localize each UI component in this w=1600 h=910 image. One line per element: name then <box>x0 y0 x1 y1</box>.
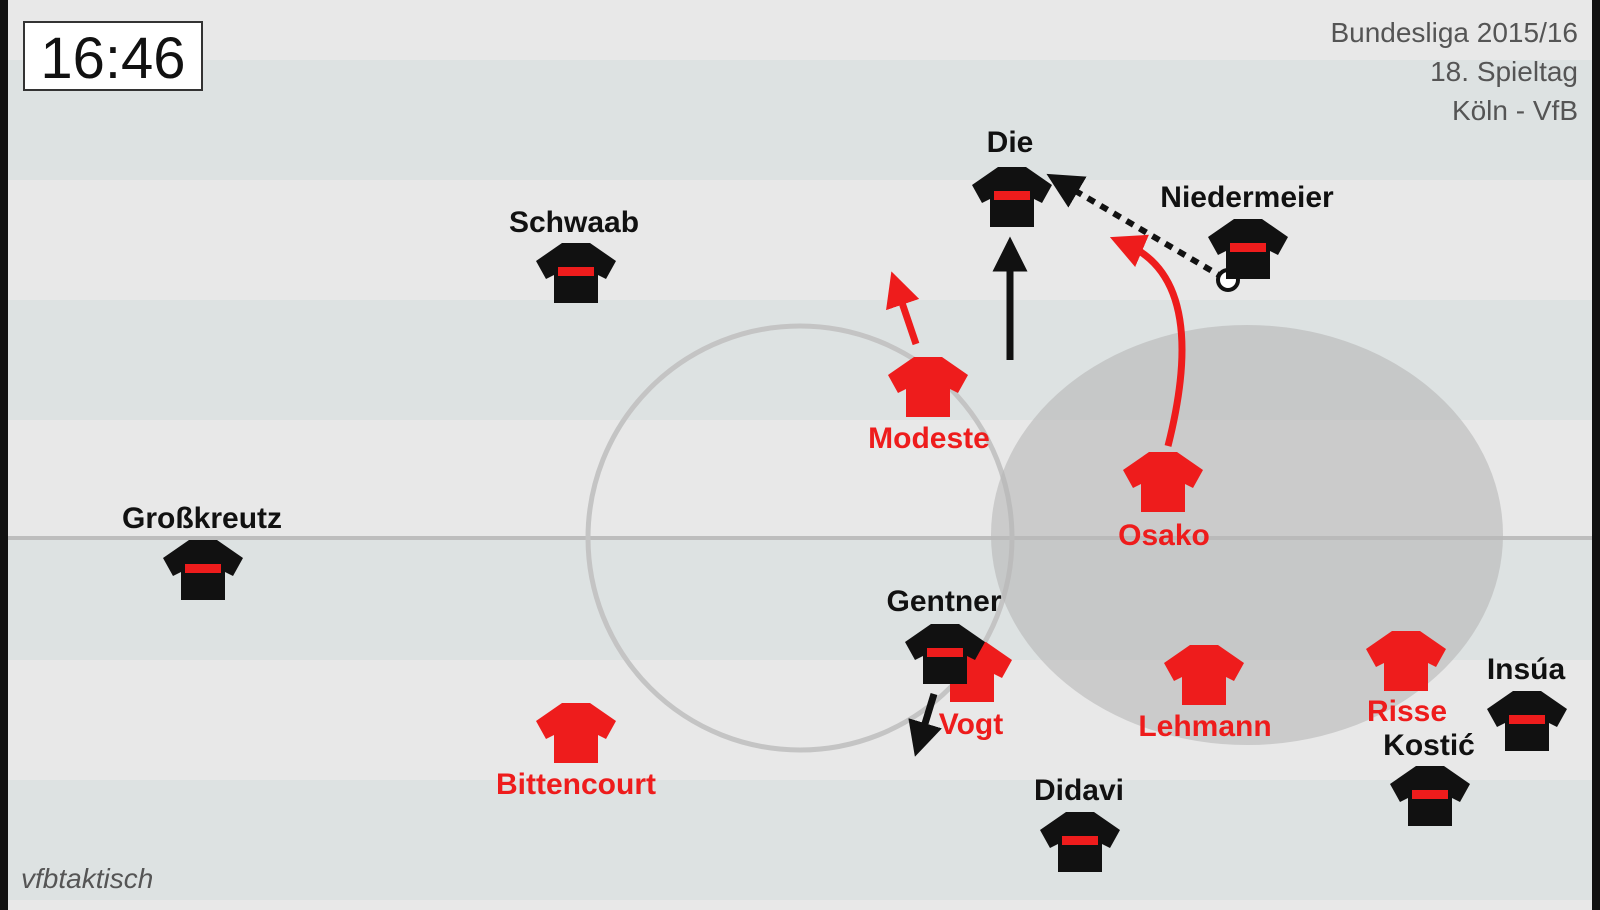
gentner-run-arrow <box>908 692 942 757</box>
match-clock: 16:46 <box>40 26 185 91</box>
player-gentner-label: Gentner <box>886 585 1001 618</box>
player-grosskreutz-shirt-icon <box>163 540 243 600</box>
player-niedermeier-shirt-icon <box>1208 219 1288 279</box>
player-grosskreutz-label: Großkreutz <box>122 502 282 535</box>
player-die-shirt-icon <box>972 167 1052 227</box>
right-border <box>1592 0 1600 910</box>
black-team-shirts <box>163 167 1567 872</box>
clock-box <box>23 21 203 91</box>
modeste-run-arrow <box>886 271 920 346</box>
player-niedermeier-label: Niedermeier <box>1160 181 1334 214</box>
matchday-label: 18. Spieltag <box>1430 56 1578 87</box>
player-didavi-label: Didavi <box>1034 774 1124 807</box>
player-insua-label: Insúa <box>1487 653 1566 686</box>
player-kostic-shirt-icon <box>1390 766 1470 826</box>
player-lehmann-label: Lehmann <box>1138 710 1271 743</box>
player-die-label: Die <box>987 126 1034 159</box>
player-schwaab-label: Schwaab <box>509 206 639 239</box>
player-vogt-label: Vogt <box>939 708 1003 741</box>
shaded-zone <box>991 325 1503 745</box>
player-risse-label: Risse <box>1367 695 1447 728</box>
player-didavi-shirt-icon <box>1040 812 1120 872</box>
player-schwaab-shirt-icon <box>536 243 616 303</box>
player-insua-shirt-icon <box>1487 691 1567 751</box>
osako-run-arrow <box>1109 234 1186 447</box>
pass-arrow <box>1046 173 1226 281</box>
fixture-label: Köln - VfB <box>1452 95 1578 126</box>
credit-label: vfbtaktisch <box>21 863 153 894</box>
player-gentner-shirt-icon <box>905 624 985 684</box>
player-bittencourt-label: Bittencourt <box>496 768 656 801</box>
left-border <box>0 0 8 910</box>
player-kostic-label: Kostić <box>1383 729 1475 762</box>
player-modeste-label: Modeste <box>868 422 990 455</box>
player-osako-label: Osako <box>1118 519 1210 552</box>
competition-label: Bundesliga 2015/16 <box>1330 17 1578 48</box>
